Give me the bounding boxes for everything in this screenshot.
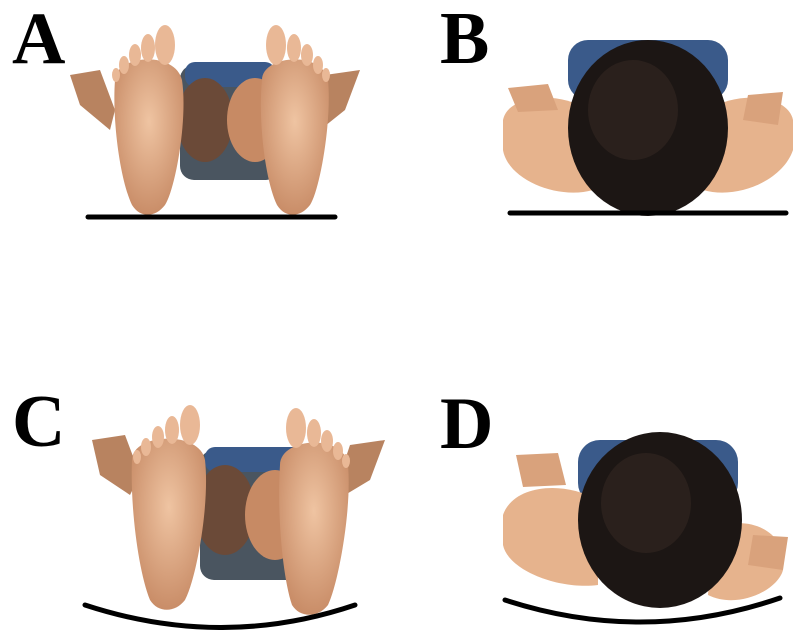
figure-head-curved (398, 315, 796, 630)
right-hand-icon (743, 92, 783, 125)
right-hand-icon (748, 535, 788, 570)
left-hand-icon (516, 453, 566, 487)
figure-feet-flat (0, 0, 398, 315)
figure-head-flat (398, 0, 796, 315)
left-foot (114, 59, 183, 214)
right-foot (261, 59, 329, 214)
left-hand-icon (70, 70, 115, 130)
panel-a: A (0, 0, 398, 315)
left-foot (132, 439, 206, 610)
right-foot (279, 442, 349, 614)
panel-d: D (398, 315, 796, 630)
panel-c: C (0, 315, 398, 630)
panel-b: B (398, 0, 796, 315)
figure-feet-curved (0, 315, 398, 630)
